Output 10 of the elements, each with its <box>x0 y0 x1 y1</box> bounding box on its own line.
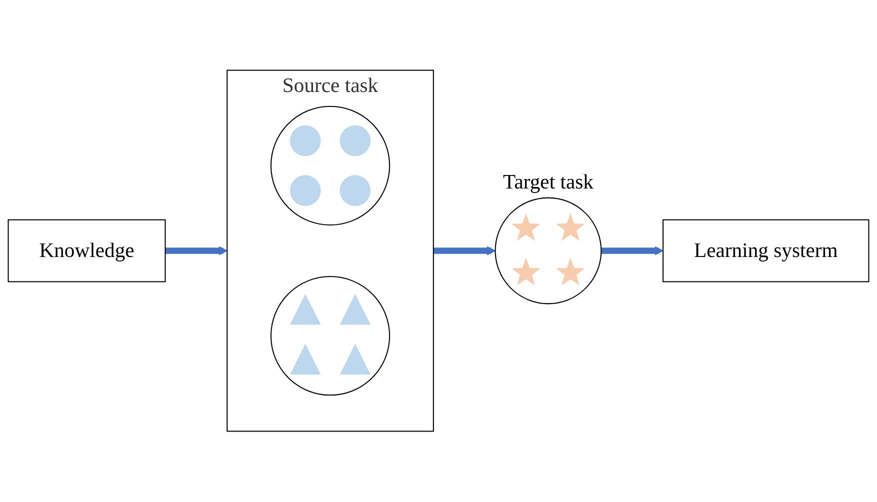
cluster: Source task <box>226 70 434 432</box>
node-box: Learning systerm <box>662 220 870 282</box>
arrow <box>433 246 496 256</box>
node-box: Knowledge <box>8 220 166 282</box>
node-circle <box>270 106 390 226</box>
node-label: Target task <box>503 171 594 194</box>
node-circle <box>494 198 602 304</box>
arrow <box>165 246 228 256</box>
arrow <box>601 246 664 256</box>
node-circle <box>270 276 390 396</box>
